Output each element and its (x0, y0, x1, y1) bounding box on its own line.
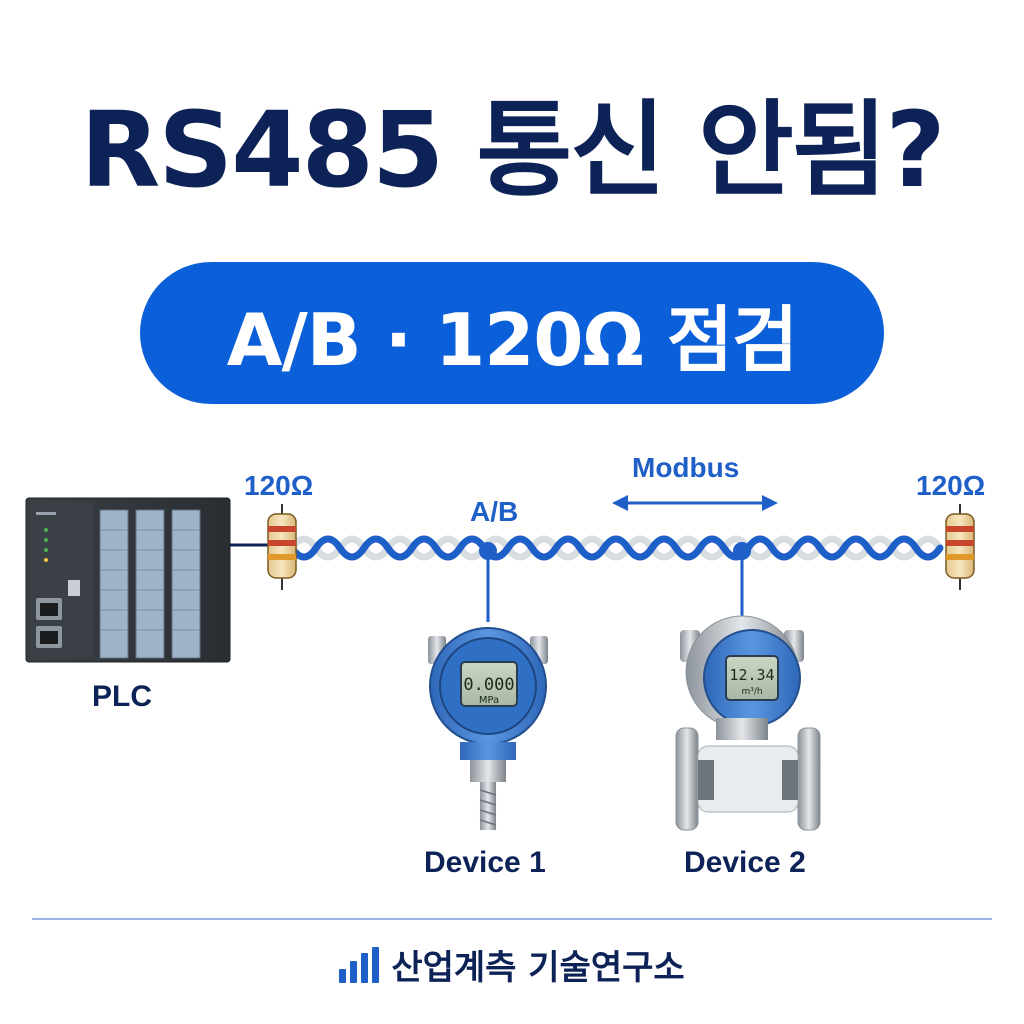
subtitle-text: A/B · 120Ω 점검 (226, 297, 798, 382)
bus-label: A/B (470, 496, 519, 527)
resistor-left (267, 504, 297, 590)
device2-drop-line (733, 542, 751, 622)
brand-name: 산업계측 기술연구소 (391, 948, 685, 988)
device2-label: Device 2 (684, 846, 806, 879)
device1-drop-line (479, 542, 497, 622)
device1-display-value: 0.000 (463, 675, 514, 695)
footer: 산업계측 기술연구소 (0, 940, 1024, 989)
footer-divider (32, 918, 992, 920)
plc-unit (25, 497, 231, 663)
page-title: RS485 통신 안됨? (80, 89, 946, 211)
device1-label: Device 1 (424, 846, 546, 879)
flowmeter: 12.34 m³/h (675, 615, 821, 831)
plc-label: PLC (92, 680, 152, 713)
subtitle-banner: A/B · 120Ω 점검 (140, 262, 884, 404)
pressure-transmitter: 0.000 MPa (428, 627, 548, 830)
bar-chart-icon (339, 946, 380, 983)
device2-display-unit: m³/h (741, 687, 762, 697)
modbus-double-arrow-icon (612, 495, 778, 511)
protocol-label: Modbus (632, 452, 740, 483)
device2-display-value: 12.34 (729, 666, 774, 684)
twisted-pair-cable (288, 535, 944, 561)
resistor-right-label: 120Ω (916, 470, 986, 501)
resistor-right (945, 504, 975, 590)
device1-display-unit: MPa (479, 695, 499, 706)
resistor-left-label: 120Ω (244, 470, 314, 501)
